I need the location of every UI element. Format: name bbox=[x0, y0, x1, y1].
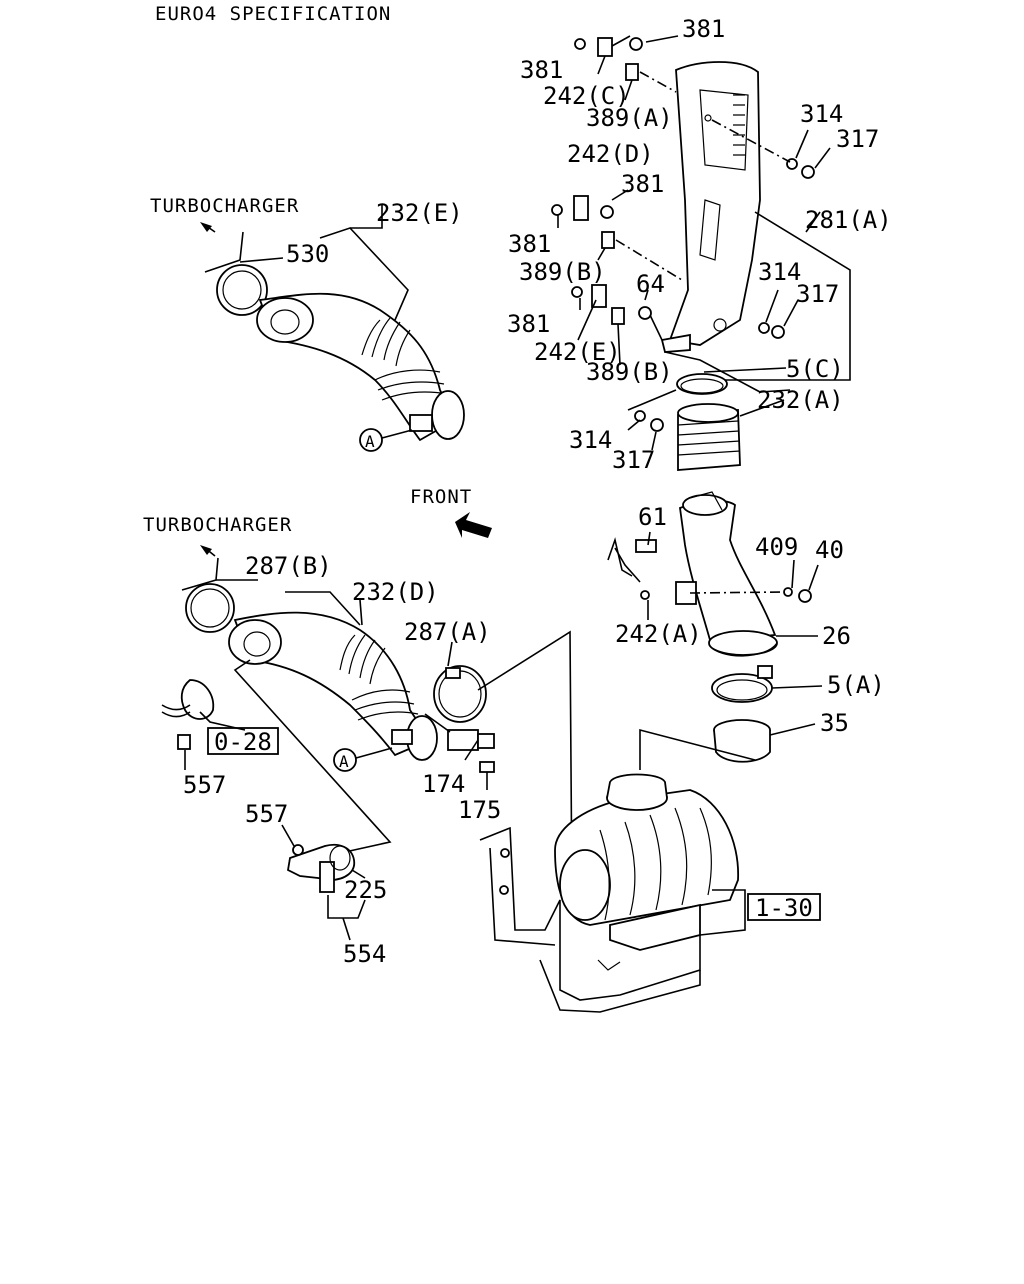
duct-232e-assembly: A bbox=[200, 205, 465, 452]
callout-232d: 232(D) bbox=[352, 578, 439, 606]
rubber-389a bbox=[625, 63, 639, 81]
bolt-61 bbox=[635, 539, 657, 553]
callout-35: 35 bbox=[820, 709, 849, 737]
bolt-557-center bbox=[292, 844, 304, 856]
callout-64: 64 bbox=[636, 270, 665, 298]
callout-242a: 242(A) bbox=[615, 620, 702, 648]
callout-287b: 287(B) bbox=[245, 552, 332, 580]
clamp-287b bbox=[185, 583, 235, 633]
bolt-557-left bbox=[177, 734, 191, 750]
snorkel-281a-assembly bbox=[551, 35, 851, 393]
bracket-242d bbox=[573, 195, 589, 221]
pipe-26-assembly bbox=[607, 491, 823, 763]
callout-232e: 232(E) bbox=[376, 199, 463, 227]
callout-381-top-right: 381 bbox=[682, 15, 725, 43]
callout-530: 530 bbox=[286, 240, 329, 268]
callout-242d: 242(D) bbox=[567, 140, 654, 168]
callout-314-left: 314 bbox=[569, 426, 612, 454]
callout-174: 174 bbox=[422, 770, 465, 798]
ref-box-0-28 bbox=[207, 727, 279, 755]
callout-317-r2: 317 bbox=[796, 280, 839, 308]
bracket-242c bbox=[597, 37, 613, 57]
callout-381-mid-right: 381 bbox=[621, 170, 664, 198]
callout-287a: 287(A) bbox=[404, 618, 491, 646]
callout-557-center: 557 bbox=[245, 800, 288, 828]
callout-317-r1: 317 bbox=[836, 125, 879, 153]
callout-225: 225 bbox=[344, 876, 387, 904]
callout-5c: 5(C) bbox=[786, 355, 844, 383]
callout-61: 61 bbox=[638, 503, 667, 531]
turbocharger-label-top: TURBOCHARGER bbox=[150, 195, 299, 217]
callout-554: 554 bbox=[343, 940, 386, 968]
housing-225-assembly bbox=[281, 824, 366, 941]
callout-242c: 242(C) bbox=[543, 82, 630, 110]
duct-232d bbox=[233, 611, 432, 757]
turbocharger-label-bottom: TURBOCHARGER bbox=[143, 514, 292, 536]
callout-175: 175 bbox=[458, 796, 501, 824]
svg-text:1-30: 1-30 bbox=[755, 894, 813, 922]
ref-a-upper bbox=[359, 428, 383, 452]
callout-389b-1: 389(B) bbox=[519, 258, 606, 286]
callout-557-left: 557 bbox=[183, 771, 226, 799]
bellows-232a-assembly bbox=[627, 367, 787, 471]
callout-381-low: 381 bbox=[507, 310, 550, 338]
callout-409: 409 bbox=[755, 533, 798, 561]
callout-232a: 232(A) bbox=[757, 386, 844, 414]
clamp-5c bbox=[676, 373, 728, 395]
clamp-287a bbox=[433, 665, 487, 723]
front-label: FRONT bbox=[410, 486, 472, 508]
front-arrow-icon bbox=[455, 512, 492, 538]
ref-box-1-30 bbox=[747, 893, 821, 921]
svg-text:0-28: 0-28 bbox=[214, 728, 272, 756]
ref-a-lower bbox=[333, 748, 357, 772]
svg-text:A: A bbox=[339, 752, 349, 771]
callout-314-r1: 314 bbox=[800, 100, 843, 128]
callout-317-left: 317 bbox=[612, 446, 655, 474]
duct-232d-assembly: 0-28 A bbox=[161, 545, 573, 901]
callout-40: 40 bbox=[815, 536, 844, 564]
callout-26: 26 bbox=[822, 622, 851, 650]
air-cleaner-assembly: 1-30 bbox=[479, 728, 821, 1013]
callout-381-top-left: 381 bbox=[520, 56, 563, 84]
clamp-530 bbox=[216, 264, 268, 316]
svg-text:A: A bbox=[365, 432, 375, 451]
callout-389b-2: 389(B) bbox=[586, 358, 673, 386]
callout-314-r2: 314 bbox=[758, 258, 801, 286]
callout-381-mid-left: 381 bbox=[508, 230, 551, 258]
diagram-title: EURO4 SPECIFICATION bbox=[155, 3, 391, 25]
screw-175 bbox=[479, 761, 495, 773]
rubber-389b-2 bbox=[611, 307, 625, 325]
callout-242e: 242(E) bbox=[534, 338, 621, 366]
callout-389a: 389(A) bbox=[586, 104, 673, 132]
callout-5a: 5(A) bbox=[827, 671, 885, 699]
rubber-389b-1 bbox=[601, 231, 615, 249]
callout-281a: 281(A) bbox=[805, 206, 892, 234]
